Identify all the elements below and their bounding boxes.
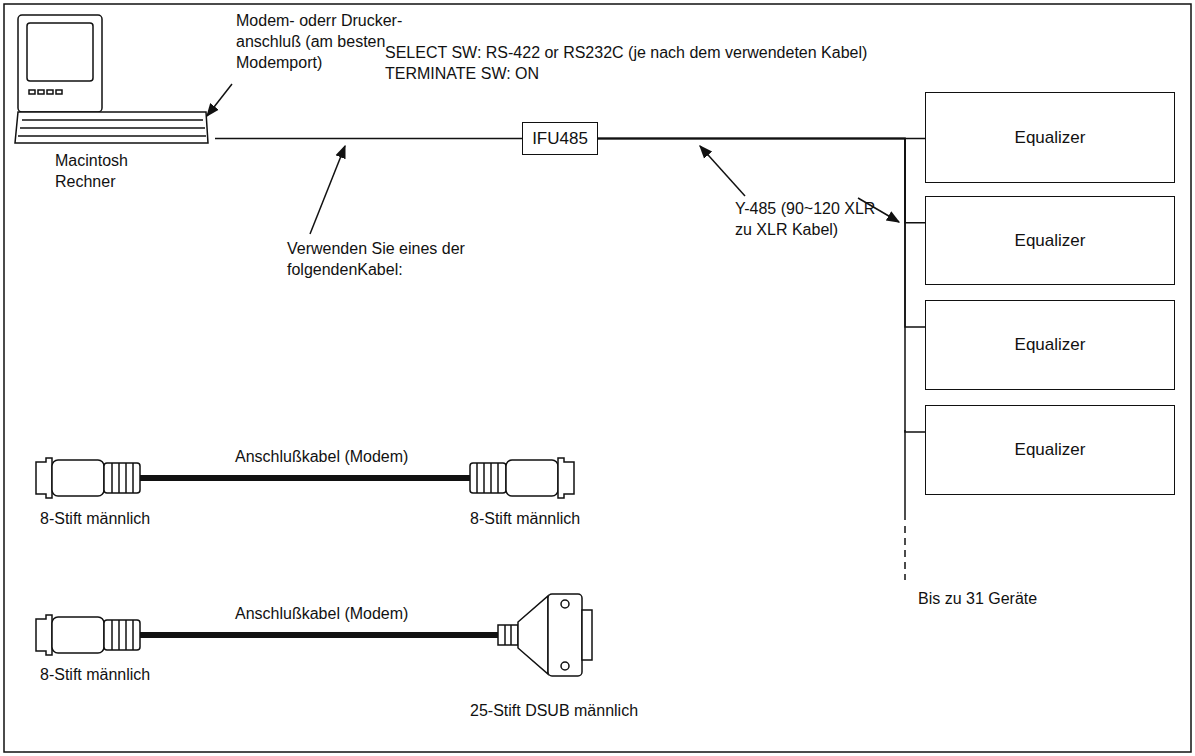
frame	[4, 4, 1191, 752]
cable-name: Anschlußkabel (Modem)	[235, 446, 408, 467]
equalizer-box: Equalizer	[925, 300, 1175, 390]
node-text: Equalizer	[1015, 128, 1086, 148]
switch-note: TERMINATE SW: ON	[385, 63, 539, 84]
connector-name: 25-Stift DSUB männlich	[470, 700, 638, 721]
node-text: Equalizer	[1015, 231, 1086, 251]
cable-name: Anschlußkabel (Modem)	[235, 603, 408, 624]
cable-connector	[598, 139, 925, 433]
computer-node: Macintosh Rechner	[10, 10, 215, 192]
node-text: Equalizer	[1015, 440, 1086, 460]
switch-note: SELECT SW: RS-422 or RS232C (je nach dem…	[385, 42, 867, 63]
connector-name: 8-Stift männlich	[470, 508, 580, 529]
cable-instruction: Verwenden Sie eines der folgendenKabel:	[287, 238, 487, 280]
cable-note: Y-485 (90~120 XLR zu XLR Kabel)	[735, 198, 885, 240]
interface-box: IFU485	[522, 122, 598, 155]
cable-connector	[598, 139, 925, 328]
modem-cable-dsub	[36, 594, 592, 676]
node-text: Macintosh Rechner	[55, 150, 150, 192]
equalizer-box: Equalizer	[925, 92, 1175, 183]
device-count-note: Bis zu 31 Geräte	[918, 588, 1037, 609]
node-text: IFU485	[532, 129, 588, 149]
equalizer-box: Equalizer	[925, 405, 1175, 495]
computer-illustration	[10, 10, 215, 150]
cable-connector	[215, 138, 522, 140]
node-text: Equalizer	[1015, 335, 1086, 355]
port-note: Modem- oderr Drucker- anschluß (am beste…	[236, 10, 431, 73]
connector-name: 8-Stift männlich	[40, 664, 150, 685]
equalizer-box: Equalizer	[925, 196, 1175, 285]
bus-continuation	[904, 430, 906, 580]
connector-name: 8-Stift männlich	[40, 508, 150, 529]
